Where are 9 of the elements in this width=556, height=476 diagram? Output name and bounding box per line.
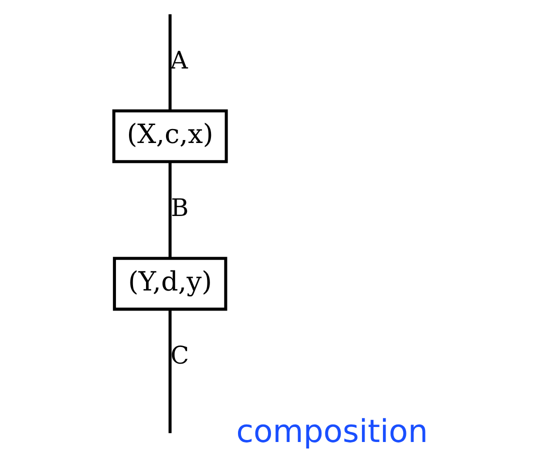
connector (168, 162, 172, 258)
edge-label: B (170, 194, 189, 222)
edge-label: C (170, 342, 189, 370)
node-box: (Y,d,y) (112, 256, 228, 311)
connector (168, 309, 172, 434)
connector (168, 14, 172, 111)
label: composition (236, 414, 428, 450)
edge-label: A (170, 46, 188, 75)
node-box: (X,c,x) (112, 109, 228, 164)
